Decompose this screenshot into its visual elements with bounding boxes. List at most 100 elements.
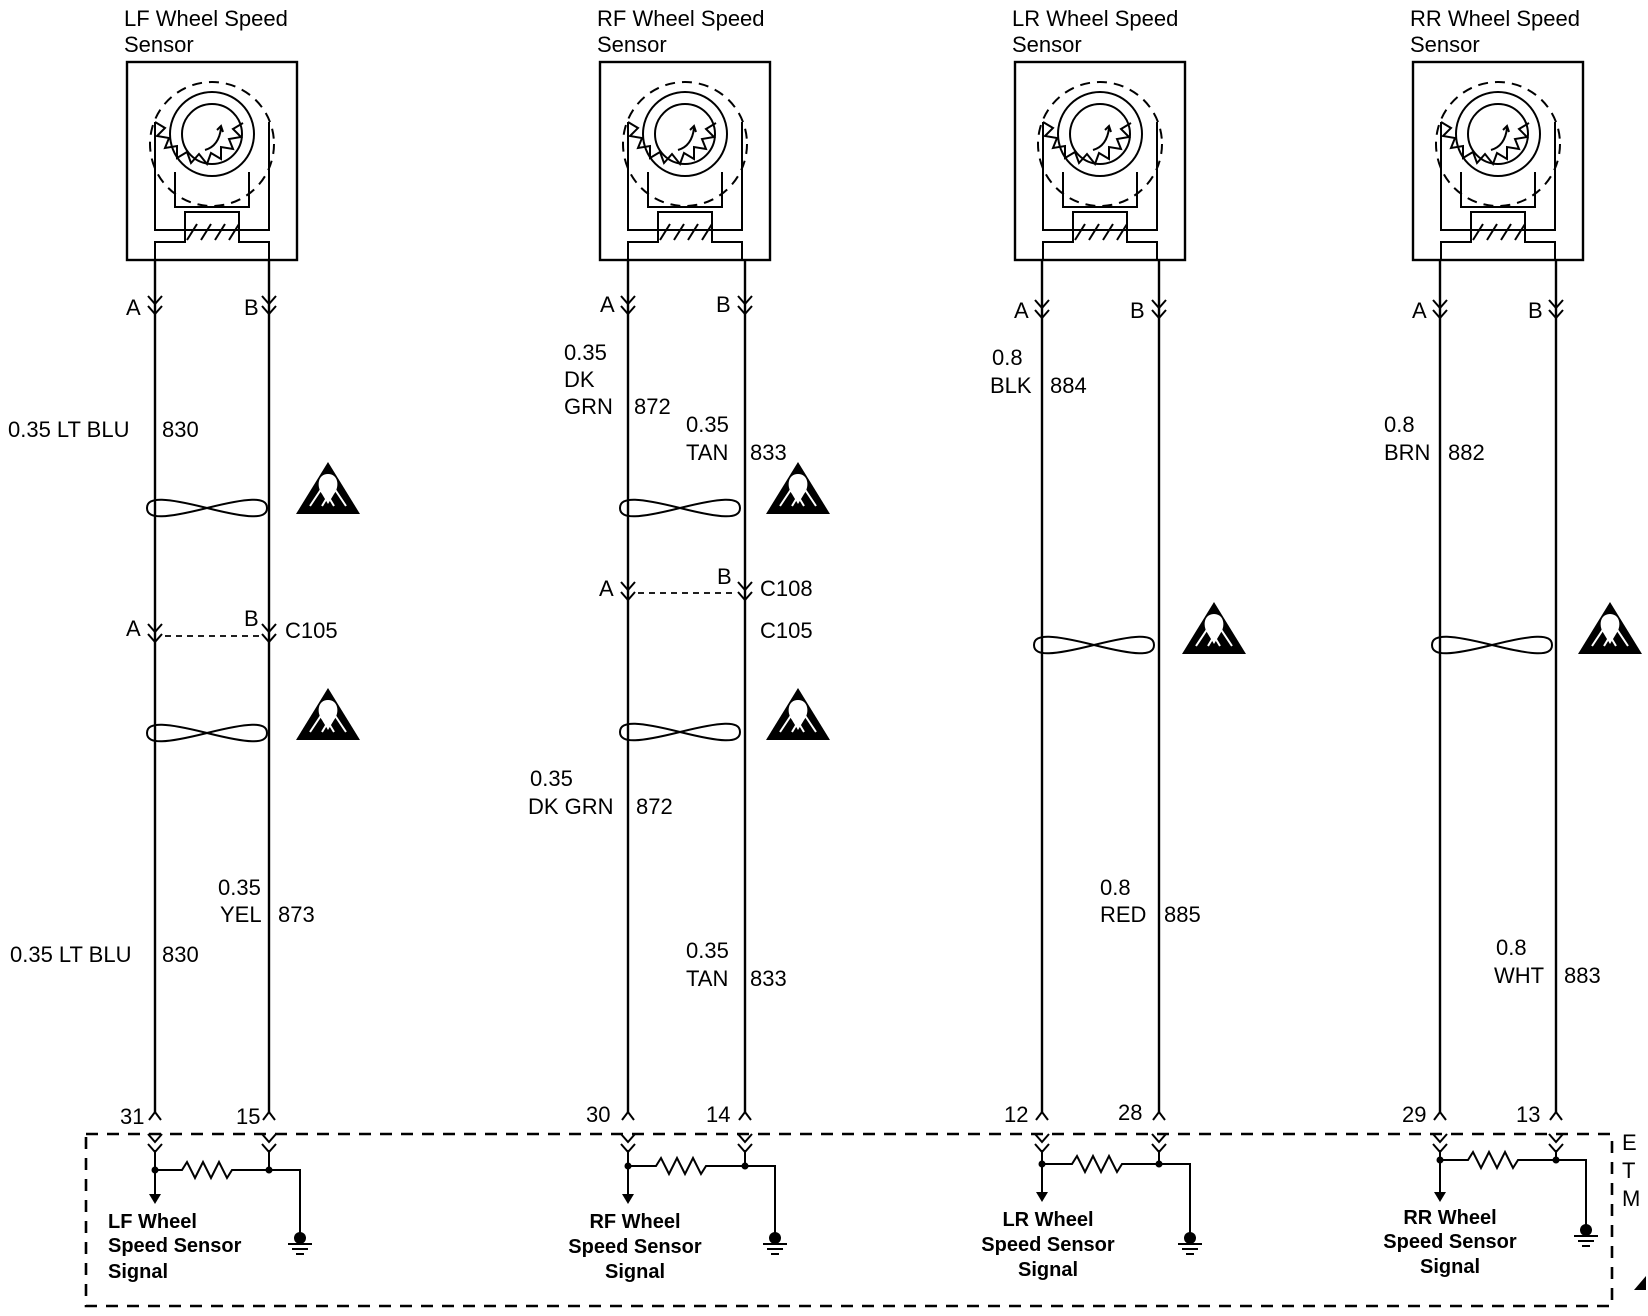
rr-pin-b-label: B — [1528, 298, 1543, 323]
rr-wire-a-circuit: 882 — [1448, 440, 1485, 465]
lr-wheel-speed-sensor-icon — [1013, 60, 1187, 262]
rf-wire-a-top-color-2: GRN — [564, 394, 613, 419]
lr-twisted-pair-icon — [1033, 635, 1155, 655]
rr-sensor-title-2: Sensor — [1410, 32, 1480, 57]
rf-pin-b-label: B — [716, 292, 731, 317]
lr-module-pin-a-icon — [1035, 1111, 1049, 1121]
lr-signal-label-3: Signal — [1018, 1259, 1078, 1281]
lf-wire-a-bottom-circuit: 830 — [162, 942, 199, 967]
lf-pin-a-label: A — [126, 295, 141, 320]
lf-wire-b-size: 0.35 — [218, 875, 261, 900]
lr-wire-a-size: 0.8 — [992, 345, 1023, 370]
lr-wire-b-size: 0.8 — [1100, 875, 1131, 900]
rr-pin-a-label: A — [1412, 298, 1427, 323]
lf-pin-b-label: B — [244, 295, 259, 320]
rf-wire-b-bottom-color: TAN — [686, 966, 728, 991]
lf-c105-pin-a-label: A — [126, 616, 141, 641]
rf-signal-label-2: Speed Sensor — [568, 1236, 702, 1258]
rr-module-pin-a-number: 29 — [1402, 1102, 1426, 1127]
lf-sensor-title: LF Wheel Speed — [124, 6, 288, 31]
lf-module-internal — [147, 1133, 313, 1255]
lf-signal-label-2: Speed Sensor — [108, 1235, 242, 1257]
lf-module-pin-a-icon — [148, 1111, 162, 1121]
lr-wire-b-color: RED — [1100, 902, 1146, 927]
rf-wire-a-bottom-color: DK GRN — [528, 794, 614, 819]
rr-module-pin-b-icon — [1549, 1111, 1563, 1121]
rr-wire-b-circuit: 883 — [1564, 963, 1601, 988]
rf-wire-b-top-size: 0.35 — [686, 412, 729, 437]
lf-wire-b-circuit: 873 — [278, 902, 315, 927]
lr-sensor-title: LR Wheel Speed — [1012, 6, 1178, 31]
rf-module-pin-a-number: 30 — [586, 1102, 610, 1127]
rf-warning-triangle-icon — [765, 461, 831, 515]
rr-signal-label-3: Signal — [1420, 1256, 1480, 1278]
lr-module-internal — [1034, 1133, 1203, 1255]
lf-warning-triangle-icon — [295, 461, 361, 515]
rf-c105-connector-label: C105 — [760, 618, 813, 643]
rf-wire-b-bottom-circuit: 833 — [750, 966, 787, 991]
rf-circuit: A B 0.35 DK GRN 872 0.35 TAN 833 A B C10… — [528, 260, 831, 1127]
lf-wire-b-color: YEL — [220, 902, 262, 927]
module-name-t: T — [1622, 1158, 1635, 1183]
module-name-m: M — [1622, 1186, 1640, 1211]
lr-wire-b-circuit: 885 — [1164, 902, 1201, 927]
rf-twisted-pair-icon-2 — [619, 722, 741, 742]
lf-module-pin-b-number: 15 — [236, 1104, 260, 1129]
rf-wire-a-bottom-circuit: 872 — [636, 794, 673, 819]
lf-signal-label-1: LF Wheel — [108, 1211, 197, 1233]
rf-wire-a-bottom-size: 0.35 — [530, 766, 573, 791]
rr-twisted-pair-icon — [1431, 635, 1553, 655]
lf-circuit: A B 0.35 LT BLU 830 A B C105 0.35 YEL 87… — [8, 260, 361, 1129]
rf-c108-pin-b-label: B — [717, 564, 732, 589]
rf-module-internal — [620, 1133, 788, 1255]
rf-module-pin-b-number: 14 — [706, 1102, 730, 1127]
rf-signal-label-1: RF Wheel — [589, 1211, 680, 1233]
rf-module-pin-a-icon — [621, 1111, 635, 1121]
rf-module-pin-b-icon — [738, 1111, 752, 1121]
lr-sensor-title-2: Sensor — [1012, 32, 1082, 57]
rr-circuit: A B 0.8 BRN 882 0.8 WHT 883 29 13 — [1384, 260, 1643, 1127]
etm-module-box — [84, 1132, 1614, 1308]
lr-signal-label-1: LR Wheel — [1002, 1209, 1093, 1231]
rr-signal-label-1: RR Wheel — [1403, 1207, 1496, 1229]
rr-wire-b-color: WHT — [1494, 963, 1544, 988]
rr-wire-a-color: BRN — [1384, 440, 1430, 465]
lr-ground-icon — [1177, 1229, 1203, 1255]
lr-warning-triangle-icon — [1181, 601, 1247, 655]
rf-twisted-pair-icon — [619, 498, 741, 518]
rf-sensor-title-2: Sensor — [597, 32, 667, 57]
rf-pin-a-label: A — [600, 292, 615, 317]
lf-wire-a-top-circuit: 830 — [162, 417, 199, 442]
rr-sensor-title: RR Wheel Speed — [1410, 6, 1580, 31]
lr-pin-b-label: B — [1130, 298, 1145, 323]
lr-circuit: A B 0.8 BLK 884 0.8 RED 885 12 28 — [990, 260, 1247, 1127]
lf-module-pin-b-icon — [262, 1111, 276, 1121]
rr-signal-label-2: Speed Sensor — [1383, 1231, 1517, 1253]
module-name-e: E — [1622, 1130, 1637, 1155]
rr-module-pin-b-number: 13 — [1516, 1102, 1540, 1127]
rf-sensor-title: RF Wheel Speed — [597, 6, 765, 31]
rr-module-internal — [1432, 1133, 1599, 1247]
lf-ground-icon — [287, 1229, 313, 1255]
lr-wire-a-circuit: 884 — [1050, 373, 1087, 398]
lr-module-pin-a-number: 12 — [1004, 1102, 1028, 1127]
rf-warning-triangle-icon-2 — [765, 687, 831, 741]
rr-ground-icon — [1573, 1221, 1599, 1247]
rf-c108-pin-a-label: A — [599, 576, 614, 601]
lf-signal-label-3: Signal — [108, 1261, 168, 1283]
rf-wire-a-top-color-1: DK — [564, 367, 595, 392]
lr-module-pin-b-icon — [1152, 1111, 1166, 1121]
lr-wire-a-color: BLK — [990, 373, 1032, 398]
rf-wire-a-top-circuit: 872 — [634, 394, 671, 419]
rf-wire-b-bottom-size: 0.35 — [686, 938, 729, 963]
rf-wheel-speed-sensor-icon — [598, 60, 772, 262]
lf-twisted-pair-icon — [146, 498, 268, 518]
lf-wheel-speed-sensor-icon — [125, 60, 299, 262]
lr-module-pin-b-number: 28 — [1118, 1100, 1142, 1125]
rr-wire-a-size: 0.8 — [1384, 412, 1415, 437]
lf-sensor-title-2: Sensor — [124, 32, 194, 57]
rr-module-pin-a-icon — [1433, 1111, 1447, 1121]
lf-twisted-pair-icon-2 — [146, 723, 268, 743]
rf-ground-icon — [762, 1229, 788, 1255]
